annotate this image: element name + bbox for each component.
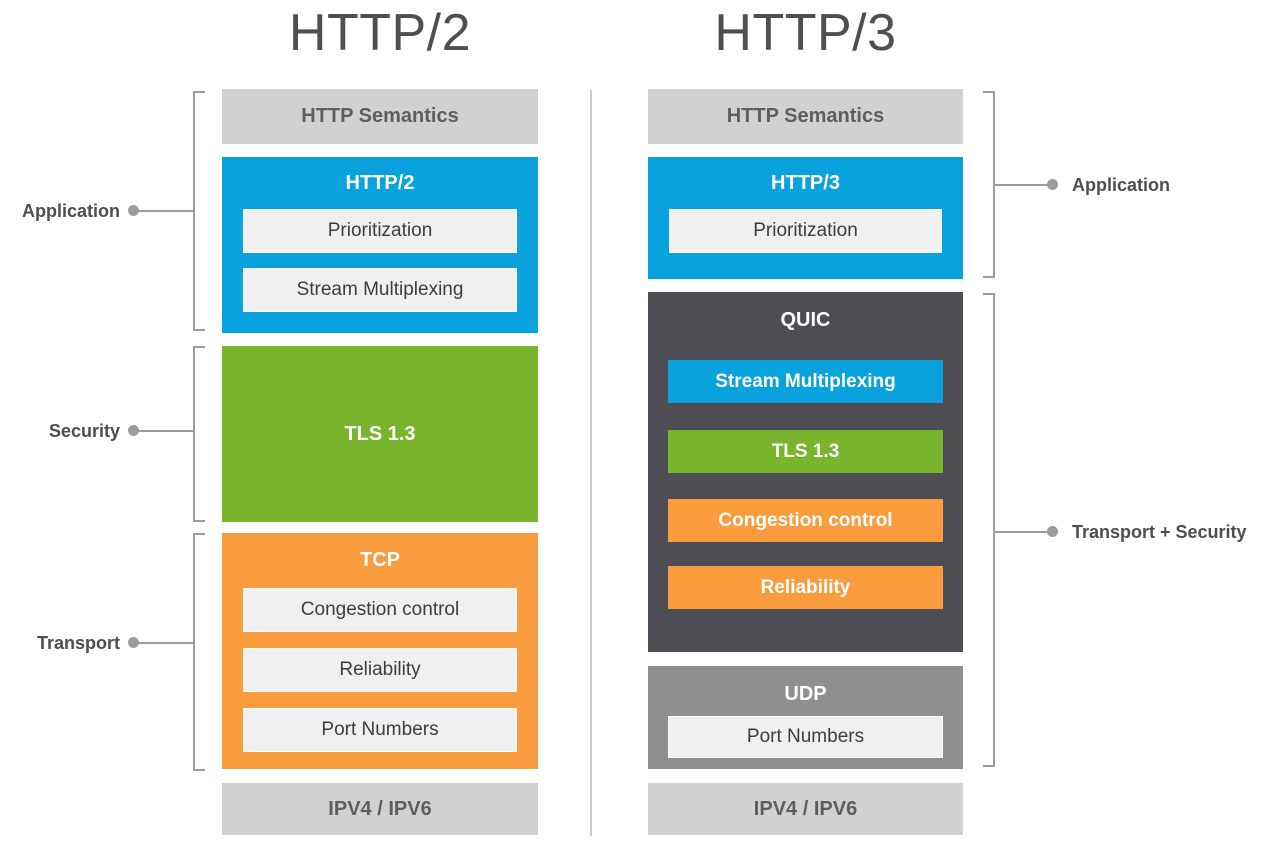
http2-semantics-label: HTTP Semantics [301, 105, 459, 127]
http2-stream-multiplexing-box: Stream Multiplexing [243, 268, 517, 312]
http3-semantics-label: HTTP Semantics [726, 105, 885, 127]
http3-column-title: HTTP/3 [714, 4, 897, 62]
quic-congestion-control-bar: Congestion control [668, 499, 943, 542]
tcp-block-title: TCP [360, 549, 400, 571]
transport-security-bracket-right [983, 293, 995, 767]
transport-security-connector-line-right [994, 531, 1048, 533]
application-connector-line-left [138, 210, 194, 212]
http3-block-title: HTTP/3 [771, 172, 840, 194]
http3-ip-label: IPV4 / IPV6 [753, 797, 858, 820]
udp-port-numbers-box: Port Numbers [668, 716, 943, 758]
udp-block-title: UDP [784, 683, 827, 705]
http2-protocol-block: HTTP/2 Prioritization Stream Multiplexin… [222, 157, 538, 333]
application-dot-left [128, 205, 139, 216]
application-label-right: Application [1072, 175, 1170, 195]
security-connector-line-left [138, 430, 194, 432]
quic-reliability-bar: Reliability [668, 566, 943, 609]
http2-ip-bar: IPV4 / IPV6 [222, 783, 538, 835]
quic-stream-multiplexing-bar: Stream Multiplexing [668, 360, 943, 403]
tcp-congestion-control-box: Congestion control [243, 588, 517, 632]
quic-tls-bar: TLS 1.3 [668, 430, 943, 473]
transport-security-dot-right [1047, 526, 1058, 537]
transport-security-label-right: Transport + Security [1072, 522, 1247, 542]
tls-label: TLS 1.3 [344, 422, 416, 445]
application-bracket-left [193, 91, 205, 331]
http2-semantics-bar: HTTP Semantics [222, 89, 538, 144]
application-label-left: Application [22, 201, 120, 221]
quic-block-title: QUIC [780, 309, 831, 331]
transport-dot-left [128, 637, 139, 648]
http3-ip-bar: IPV4 / IPV6 [648, 783, 963, 835]
security-label-left: Security [48, 421, 120, 441]
udp-block: UDP Port Numbers [648, 666, 963, 769]
security-bracket-left [193, 346, 205, 522]
http3-protocol-block: HTTP/3 Prioritization [648, 157, 963, 279]
security-dot-left [128, 425, 139, 436]
http2-block-title: HTTP/2 [345, 172, 415, 194]
tls-block: TLS 1.3 [222, 346, 538, 522]
http3-semantics-bar: HTTP Semantics [648, 89, 963, 144]
transport-bracket-left [193, 533, 205, 771]
quic-block: QUIC Stream Multiplexing TLS 1.3 Congest… [648, 292, 963, 652]
http2-prioritization-box: Prioritization [243, 209, 517, 253]
http3-prioritization-box: Prioritization [669, 209, 942, 253]
tcp-port-numbers-box: Port Numbers [243, 708, 517, 752]
http2-ip-label: IPV4 / IPV6 [328, 797, 432, 820]
application-connector-line-right [994, 184, 1048, 186]
transport-connector-line-left [138, 642, 194, 644]
transport-label-left: Transport [36, 633, 120, 653]
tcp-reliability-box: Reliability [243, 648, 517, 692]
http2-column-title: HTTP/2 [288, 4, 472, 62]
column-divider-line [590, 90, 592, 836]
tcp-block: TCP Congestion control Reliability Port … [222, 533, 538, 769]
application-dot-right [1047, 179, 1058, 190]
